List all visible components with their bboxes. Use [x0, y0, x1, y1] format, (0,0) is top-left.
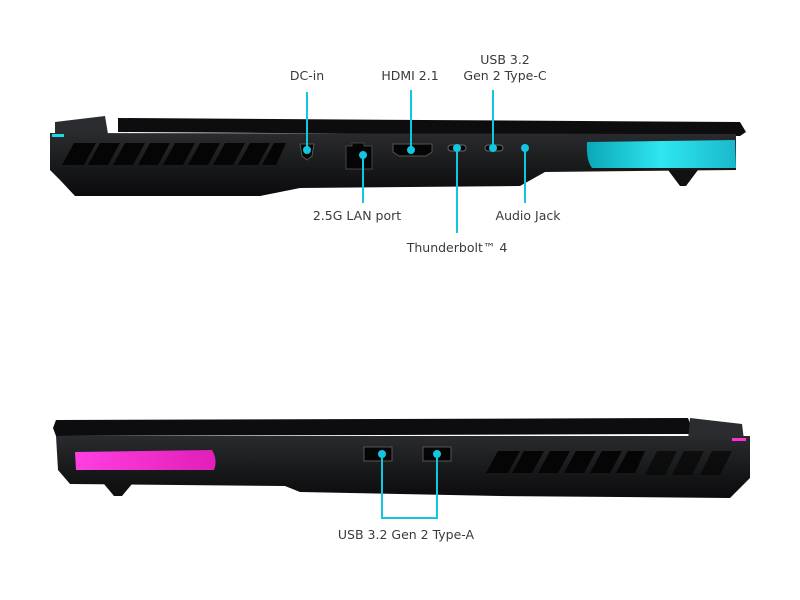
vent-grille [62, 143, 286, 165]
label-usb-c-line1: USB 3.2 [480, 52, 530, 67]
lan-port [345, 142, 373, 170]
laptop-left-side [50, 116, 746, 196]
right-leader-lines [378, 450, 441, 519]
label-usb-c-line2: Gen 2 Type-C [463, 68, 547, 83]
laptop-right-side [53, 418, 750, 498]
magenta-light-bar [75, 450, 216, 470]
left-leader-lines [303, 90, 529, 233]
vent-grille [486, 451, 732, 475]
label-thunderbolt: Thunderbolt™ 4 [406, 240, 508, 255]
label-hdmi: HDMI 2.1 [381, 68, 439, 83]
label-usb-a: USB 3.2 Gen 2 Type-A [337, 527, 475, 542]
label-lan: 2.5G LAN port [312, 208, 402, 223]
label-usb-c: USB 3.2 Gen 2 Type-C [463, 52, 546, 84]
foot [104, 484, 132, 496]
foot [668, 170, 698, 186]
label-dc-in: DC-in [289, 68, 325, 83]
cyan-light-bar [586, 140, 736, 168]
label-audio-jack: Audio Jack [495, 208, 561, 223]
edge-light [732, 438, 746, 441]
edge-light [52, 134, 64, 137]
